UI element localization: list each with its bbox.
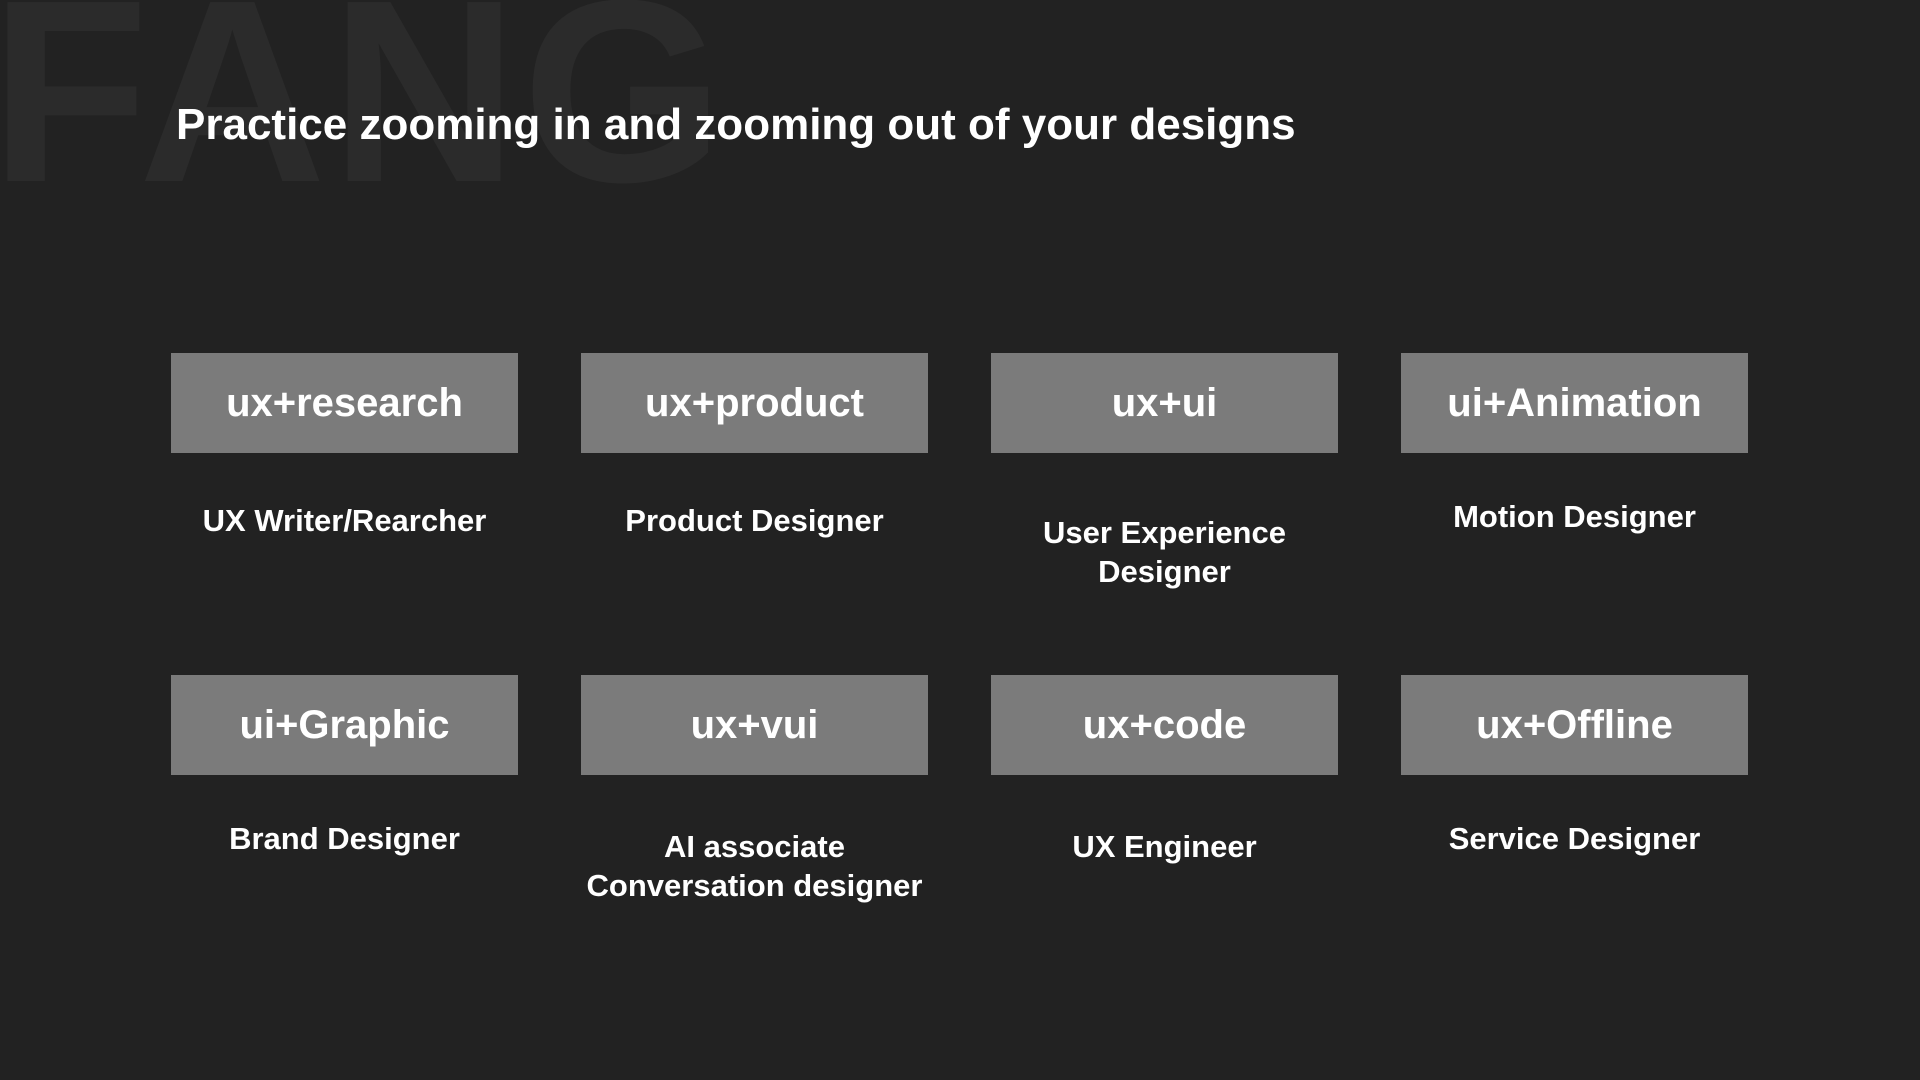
role-grid: ux+research UX Writer/Rearcher ux+produc… xyxy=(171,353,1749,997)
tag-ux-research[interactable]: ux+research xyxy=(171,353,518,453)
card-ux-ui: ux+ui User Experience Designer xyxy=(991,353,1338,675)
tag-ui-animation[interactable]: ui+Animation xyxy=(1401,353,1748,453)
card-ui-graphic: ui+Graphic Brand Designer xyxy=(171,675,518,997)
fang-watermark-logo: FANG xyxy=(0,0,729,237)
tag-ux-code[interactable]: ux+code xyxy=(991,675,1338,775)
role-label: UX Engineer xyxy=(1072,829,1257,864)
tag-ui-graphic[interactable]: ui+Graphic xyxy=(171,675,518,775)
tag-ux-ui[interactable]: ux+ui xyxy=(991,353,1338,453)
tag-ux-offline[interactable]: ux+Offline xyxy=(1401,675,1748,775)
tag-ux-vui[interactable]: ux+vui xyxy=(581,675,928,775)
card-ux-offline: ux+Offline Service Designer xyxy=(1401,675,1748,997)
role-label: Brand Designer xyxy=(229,821,460,856)
card-ux-product: ux+product Product Designer xyxy=(581,353,928,675)
role-label: AI associate Conversation designer xyxy=(586,829,923,903)
role-label: Service Designer xyxy=(1448,821,1701,856)
page-title: Practice zooming in and zooming out of y… xyxy=(176,100,1296,149)
role-label: UX Writer/Rearcher xyxy=(202,503,487,538)
role-label: Motion Designer xyxy=(1453,499,1696,534)
tag-ux-product[interactable]: ux+product xyxy=(581,353,928,453)
card-ux-code: ux+code UX Engineer xyxy=(991,675,1338,997)
role-label: Product Designer xyxy=(625,503,884,538)
card-ux-vui: ux+vui AI associate Conversation designe… xyxy=(581,675,928,997)
role-label: User Experience Designer xyxy=(1043,515,1286,589)
card-ui-animation: ui+Animation Motion Designer xyxy=(1401,353,1748,675)
card-ux-research: ux+research UX Writer/Rearcher xyxy=(171,353,518,675)
